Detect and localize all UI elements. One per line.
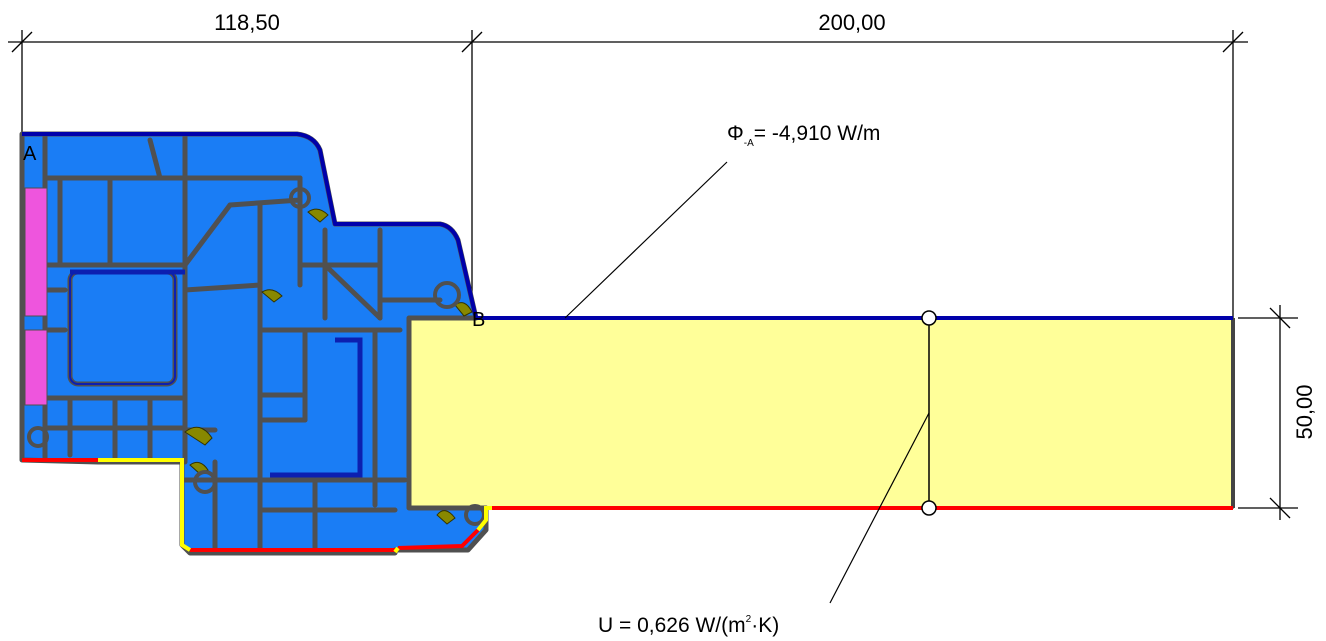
u-section-marker-top xyxy=(921,310,937,326)
interior-boundary xyxy=(22,132,1233,320)
phi-subscript: -A xyxy=(744,138,754,149)
dim-label-panel-thickness: 50,00 xyxy=(1292,384,1317,439)
phi-annotation: Φ-A= -4,910 W/m xyxy=(727,122,880,149)
dim-label-frame-width: 118,50 xyxy=(214,10,280,35)
tick-mid xyxy=(461,31,483,53)
adiabatic-boundary-3 xyxy=(476,506,492,532)
u-leader-line xyxy=(829,412,930,604)
gasket-upper xyxy=(24,187,48,317)
dimension-lines xyxy=(8,30,1298,520)
phi-leader-line xyxy=(564,161,728,319)
tick-left xyxy=(11,31,33,53)
phi-symbol: Φ xyxy=(727,122,744,145)
u-section-marker-bottom xyxy=(921,500,937,516)
u-prefix: U = 0,626 W/(m xyxy=(598,614,746,637)
steel-reinforcement xyxy=(270,337,363,478)
u-annotation: U = 0,626 W/(m2·K) xyxy=(598,614,779,637)
adiabatic-boundary-1 xyxy=(98,458,192,552)
tick-panel-top xyxy=(1269,307,1291,329)
point-label-a: A xyxy=(23,143,37,165)
tick-panel-bottom xyxy=(1269,497,1291,519)
gasket-lower xyxy=(24,329,48,406)
exterior-boundary-drip xyxy=(397,528,480,550)
window-frame-profile xyxy=(19,131,489,556)
phi-value: = -4,910 W/m xyxy=(754,122,881,145)
seals xyxy=(184,208,473,525)
point-label-b: B xyxy=(472,309,485,331)
round-chambers xyxy=(27,187,486,526)
adiabatic-boundary-2 xyxy=(393,546,400,554)
u-superscript: 2 xyxy=(746,614,752,625)
tick-right xyxy=(1222,31,1244,53)
u-suffix: ·K) xyxy=(751,614,779,637)
dim-label-panel-width: 200,00 xyxy=(818,10,885,35)
insulation-panel xyxy=(408,317,1234,509)
